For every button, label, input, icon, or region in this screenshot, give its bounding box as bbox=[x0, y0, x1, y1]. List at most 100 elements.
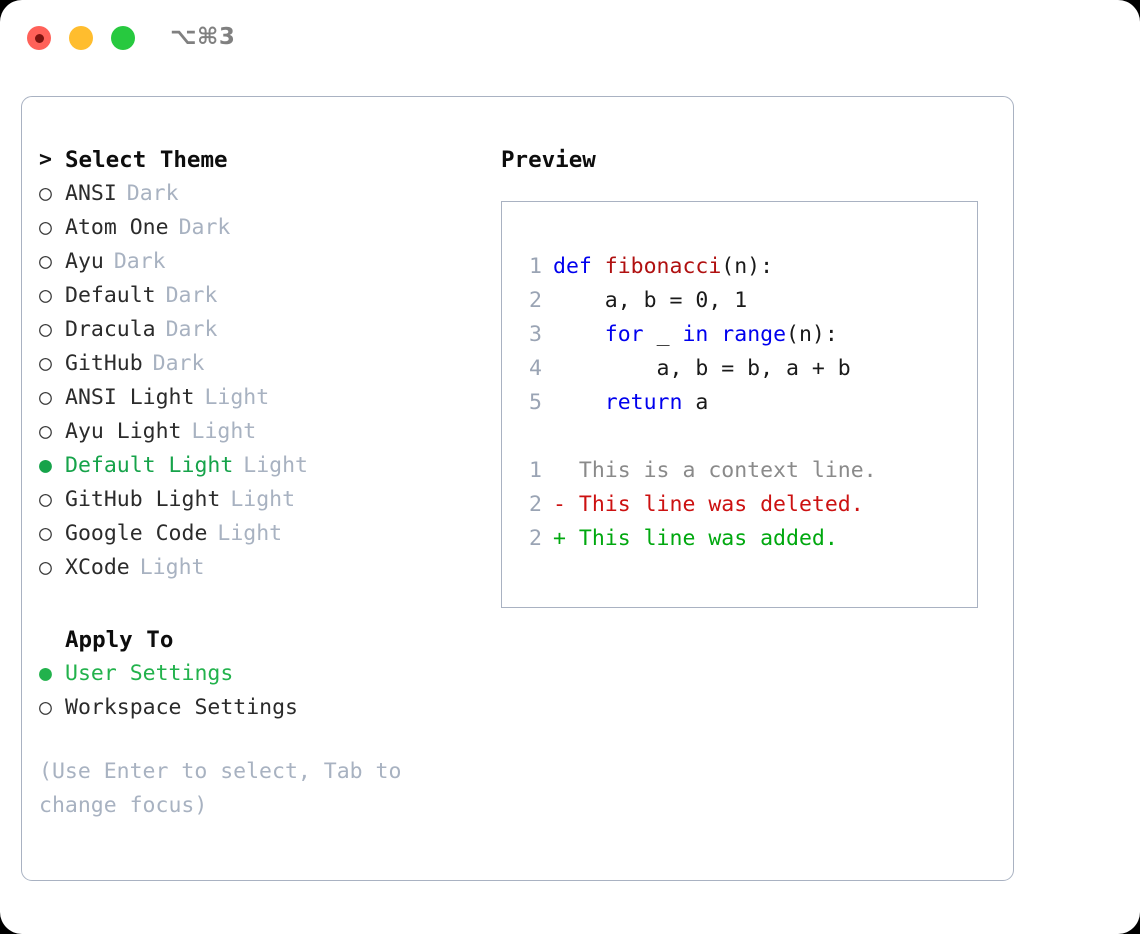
keyboard-hint: (Use Enter to select, Tab to change focu… bbox=[39, 759, 402, 818]
apply-to-option-user-settings[interactable]: ● User Settings bbox=[39, 657, 479, 691]
radio-unselected-icon: ○ bbox=[39, 555, 52, 580]
diff-text: + This line was added. bbox=[553, 526, 838, 551]
theme-option-label: XCode bbox=[65, 555, 130, 580]
theme-option-label: Default bbox=[65, 283, 156, 308]
theme-option-label: GitHub bbox=[65, 351, 143, 376]
theme-variant-tag: Dark bbox=[152, 351, 205, 376]
section-spacer bbox=[39, 585, 479, 623]
code-text: a, b = b, a + b bbox=[553, 356, 851, 381]
theme-option-default-light[interactable]: ● Default Light Light bbox=[39, 449, 479, 483]
apply-to-list: ● User Settings ○ Workspace Settings bbox=[39, 657, 479, 725]
theme-option-ansi[interactable]: ○ ANSI Dark bbox=[39, 177, 479, 211]
radio-unselected-icon: ○ bbox=[39, 419, 52, 444]
focus-caret-icon: > bbox=[39, 147, 52, 172]
radio-unselected-icon: ○ bbox=[39, 283, 52, 308]
theme-option-default[interactable]: ○ Default Dark bbox=[39, 279, 479, 313]
theme-option-label: Ayu Light bbox=[65, 419, 182, 444]
theme-option-github-light[interactable]: ○ GitHub Light Light bbox=[39, 483, 479, 517]
line-number: 1 bbox=[529, 458, 542, 483]
theme-variant-tag: Dark bbox=[113, 249, 166, 274]
theme-option-label: Ayu bbox=[65, 249, 104, 274]
code-line: 3 for _ in range(n): bbox=[514, 318, 877, 352]
theme-option-ayu[interactable]: ○ Ayu Dark bbox=[39, 245, 479, 279]
preview-title: Preview bbox=[501, 147, 596, 173]
code-text: a, b = 0, 1 bbox=[553, 288, 748, 313]
diff-text: - This line was deleted. bbox=[553, 492, 864, 517]
apply-to-option-workspace-settings[interactable]: ○ Workspace Settings bbox=[39, 691, 479, 725]
minimize-button[interactable] bbox=[69, 26, 93, 50]
diff-line: 2 - This line was deleted. bbox=[514, 488, 877, 522]
radio-unselected-icon: ○ bbox=[39, 487, 52, 512]
theme-option-dracula[interactable]: ○ Dracula Dark bbox=[39, 313, 479, 347]
theme-option-atom-one[interactable]: ○ Atom One Dark bbox=[39, 211, 479, 245]
theme-variant-tag: Light bbox=[191, 419, 257, 444]
theme-option-ayu-light[interactable]: ○ Ayu Light Light bbox=[39, 415, 479, 449]
theme-option-label: Dracula bbox=[65, 317, 156, 342]
theme-variant-tag: Light bbox=[243, 453, 309, 478]
radio-selected-icon: ● bbox=[39, 453, 52, 478]
theme-option-label: Default Light bbox=[65, 453, 234, 478]
diff-line: 2 + This line was added. bbox=[514, 522, 877, 556]
traffic-light-group bbox=[27, 26, 135, 50]
code-line: 5 return a bbox=[514, 386, 877, 420]
line-number: 4 bbox=[529, 356, 542, 381]
theme-option-label: ANSI Light bbox=[65, 385, 195, 410]
zoom-button[interactable] bbox=[111, 26, 135, 50]
select-theme-header: > Select Theme bbox=[39, 143, 479, 177]
apply-to-header: Apply To bbox=[39, 623, 479, 657]
line-number: 2 bbox=[529, 492, 542, 517]
window-titlebar: ⌥⌘3 bbox=[0, 0, 1140, 78]
code-line: 4 a, b = b, a + b bbox=[514, 352, 877, 386]
code-line: 2 a, b = 0, 1 bbox=[514, 284, 877, 318]
theme-option-google-code[interactable]: ○ Google Code Light bbox=[39, 517, 479, 551]
apply-to-title: Apply To bbox=[65, 627, 174, 653]
select-theme-title: Select Theme bbox=[65, 147, 228, 173]
radio-unselected-icon: ○ bbox=[39, 317, 52, 342]
apply-to-option-label: User Settings bbox=[65, 661, 234, 686]
close-button[interactable] bbox=[27, 26, 51, 50]
radio-selected-icon: ● bbox=[39, 661, 52, 686]
theme-variant-tag: Dark bbox=[126, 181, 179, 206]
radio-unselected-icon: ○ bbox=[39, 695, 52, 720]
radio-unselected-icon: ○ bbox=[39, 521, 52, 546]
theme-variant-tag: Dark bbox=[178, 215, 231, 240]
code-line: 1 def fibonacci(n): bbox=[514, 250, 877, 284]
code-text: def fibonacci(n): bbox=[553, 254, 774, 279]
code-blank-line bbox=[514, 420, 877, 454]
line-number: 3 bbox=[529, 322, 542, 347]
code-text: return a bbox=[604, 390, 709, 415]
line-number: 2 bbox=[529, 526, 542, 551]
theme-variant-tag: Light bbox=[230, 487, 296, 512]
theme-option-github[interactable]: ○ GitHub Dark bbox=[39, 347, 479, 381]
window-title: ⌥⌘3 bbox=[170, 24, 236, 50]
theme-option-xcode[interactable]: ○ XCode Light bbox=[39, 551, 479, 585]
theme-variant-tag: Light bbox=[204, 385, 270, 410]
theme-variant-tag: Light bbox=[217, 521, 283, 546]
theme-option-label: GitHub Light bbox=[65, 487, 221, 512]
theme-option-label: ANSI bbox=[65, 181, 117, 206]
line-number: 1 bbox=[529, 254, 542, 279]
theme-option-label: Google Code bbox=[65, 521, 208, 546]
radio-unselected-icon: ○ bbox=[39, 351, 52, 376]
line-number: 5 bbox=[529, 390, 542, 415]
radio-unselected-icon: ○ bbox=[39, 385, 52, 410]
theme-variant-tag: Dark bbox=[165, 317, 218, 342]
radio-unselected-icon: ○ bbox=[39, 249, 52, 274]
radio-unselected-icon: ○ bbox=[39, 215, 52, 240]
apply-to-option-label: Workspace Settings bbox=[65, 695, 298, 720]
diff-line: 1 This is a context line. bbox=[514, 454, 877, 488]
theme-variant-tag: Light bbox=[139, 555, 205, 580]
radio-unselected-icon: ○ bbox=[39, 181, 52, 206]
line-number: 2 bbox=[529, 288, 542, 313]
theme-variant-tag: Dark bbox=[165, 283, 218, 308]
code-text: for _ in range(n): bbox=[604, 322, 838, 347]
theme-option-ansi-light[interactable]: ○ ANSI Light Light bbox=[39, 381, 479, 415]
theme-option-label: Atom One bbox=[65, 215, 169, 240]
